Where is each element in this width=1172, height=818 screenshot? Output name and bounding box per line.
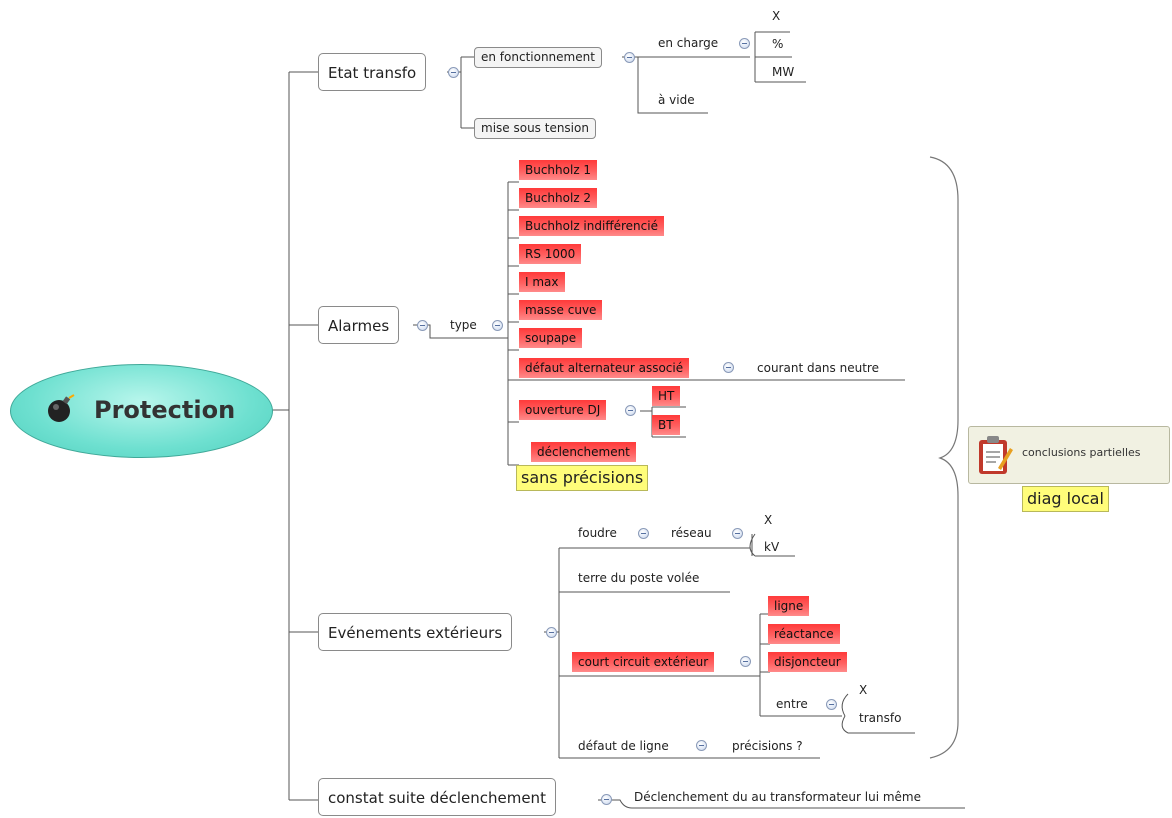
node-entre-transfo[interactable]: transfo	[859, 711, 902, 725]
node-buchholz-indifferencie[interactable]: Buchholz indifférencié	[519, 216, 664, 236]
node-charge-percent[interactable]: %	[772, 37, 784, 51]
node-declenchement-transformateur[interactable]: Déclenchement du au transformateur lui m…	[634, 790, 921, 804]
node-terre-poste[interactable]: terre du poste volée	[578, 571, 700, 585]
node-i-max[interactable]: I max	[519, 272, 565, 292]
node-charge-x[interactable]: X	[772, 9, 781, 23]
node-defaut-ligne[interactable]: défaut de ligne	[578, 739, 669, 753]
collapse-toggle-icon[interactable]	[546, 627, 557, 638]
root-label: Protection	[94, 396, 236, 424]
node-ht[interactable]: HT	[652, 386, 681, 406]
node-foudre[interactable]: foudre	[578, 526, 617, 540]
clipboard-icon	[979, 436, 1013, 474]
collapse-toggle-icon[interactable]	[826, 699, 837, 710]
collapse-toggle-icon[interactable]	[625, 405, 636, 416]
branch-alarmes[interactable]: Alarmes	[318, 306, 400, 344]
collapse-toggle-icon[interactable]	[723, 362, 734, 373]
collapse-toggle-icon[interactable]	[739, 38, 750, 49]
node-sans-precisions[interactable]: sans précisions	[516, 465, 649, 491]
collapse-toggle-icon[interactable]	[492, 320, 503, 331]
collapse-toggle-icon[interactable]	[740, 656, 751, 667]
node-precisions[interactable]: précisions ?	[732, 739, 803, 753]
node-courant-neutre[interactable]: courant dans neutre	[757, 361, 879, 375]
node-reactance[interactable]: réactance	[768, 624, 840, 644]
node-buchholz-2[interactable]: Buchholz 2	[519, 188, 598, 208]
node-court-circuit[interactable]: court circuit extérieur	[572, 652, 715, 672]
node-ligne[interactable]: ligne	[768, 596, 810, 616]
node-type[interactable]: type	[450, 318, 477, 332]
summary-tag[interactable]: diag local	[1022, 486, 1109, 512]
node-rs-1000[interactable]: RS 1000	[519, 244, 582, 264]
bomb-icon	[48, 394, 75, 422]
collapse-toggle-icon[interactable]	[638, 528, 649, 539]
node-soupape[interactable]: soupape	[519, 328, 583, 348]
node-defaut-alternateur[interactable]: défaut alternateur associé	[519, 358, 690, 378]
node-entre[interactable]: entre	[776, 697, 808, 711]
node-reseau[interactable]: réseau	[671, 526, 712, 540]
node-reseau-kv[interactable]: kV	[764, 540, 780, 554]
collapse-toggle-icon[interactable]	[601, 794, 612, 805]
node-a-vide[interactable]: à vide	[658, 93, 695, 107]
node-declenchement[interactable]: déclenchement	[531, 442, 636, 462]
branch-constat[interactable]: constat suite déclenchement	[318, 778, 556, 816]
node-reseau-x[interactable]: X	[764, 513, 773, 527]
node-masse-cuve[interactable]: masse cuve	[519, 300, 603, 320]
node-buchholz-1[interactable]: Buchholz 1	[519, 160, 598, 180]
node-en-charge[interactable]: en charge	[658, 36, 719, 50]
node-disjoncteur[interactable]: disjoncteur	[768, 652, 847, 672]
node-charge-mw[interactable]: MW	[772, 65, 795, 79]
summary-label: conclusions partielles	[1022, 446, 1141, 459]
collapse-toggle-icon[interactable]	[448, 67, 459, 78]
branch-etat-transfo[interactable]: Etat transfo	[318, 53, 427, 91]
collapse-toggle-icon[interactable]	[696, 740, 707, 751]
node-mise-sous-tension[interactable]: mise sous tension	[474, 118, 596, 139]
collapse-toggle-icon[interactable]	[624, 52, 635, 63]
node-bt[interactable]: BT	[652, 415, 680, 435]
branch-evenements-exterieurs[interactable]: Evénements extérieurs	[318, 613, 513, 651]
node-entre-x[interactable]: X	[859, 683, 868, 697]
node-en-fonctionnement[interactable]: en fonctionnement	[474, 47, 602, 68]
collapse-toggle-icon[interactable]	[417, 320, 428, 331]
node-ouverture-dj[interactable]: ouverture DJ	[519, 400, 607, 420]
collapse-toggle-icon[interactable]	[732, 528, 743, 539]
